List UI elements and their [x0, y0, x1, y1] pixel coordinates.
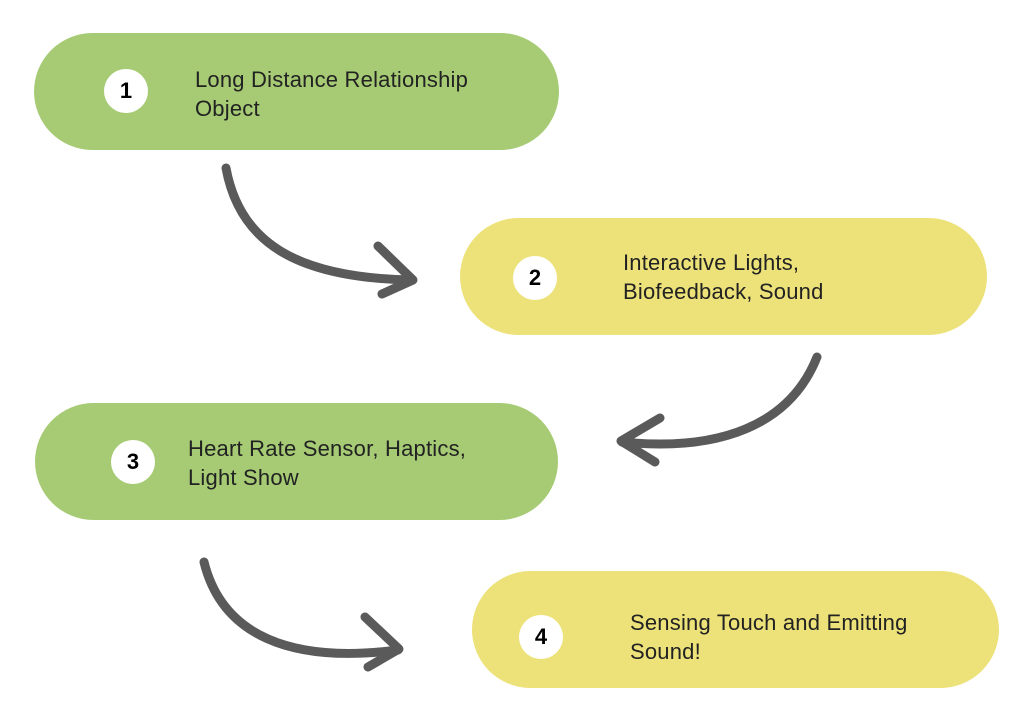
arrow-1-to-2	[221, 163, 418, 299]
step-1-label-line-2: Object	[195, 96, 260, 121]
step-4-label: Sensing Touch and Emitting Sound!	[630, 608, 908, 666]
step-2-label: Interactive Lights, Biofeedback, Sound	[623, 248, 824, 306]
step-4-box: 4 Sensing Touch and Emitting Sound!	[472, 571, 999, 688]
step-1-label: Long Distance Relationship Object	[195, 65, 468, 123]
step-1-number: 1	[104, 69, 148, 113]
step-4-label-line-1: Sensing Touch and Emitting	[630, 610, 908, 635]
step-3-label-line-1: Heart Rate Sensor, Haptics,	[188, 436, 467, 461]
step-3-box: 3 Heart Rate Sensor, Haptics, Light Show	[35, 403, 558, 520]
step-4-label-line-2: Sound!	[630, 639, 701, 664]
step-2-label-line-1: Interactive Lights,	[623, 250, 800, 275]
step-3-label-line-2: Light Show	[188, 465, 299, 490]
step-4-number: 4	[519, 615, 563, 659]
step-3-label: Heart Rate Sensor, Haptics, Light Show	[188, 434, 466, 492]
step-3-number: 3	[111, 440, 155, 484]
step-2-label-line-2: Biofeedback, Sound	[623, 279, 824, 304]
step-1-box: 1 Long Distance Relationship Object	[34, 33, 559, 150]
step-1-label-line-1: Long Distance Relationship	[195, 67, 469, 92]
step-2-number: 2	[513, 256, 557, 300]
arrow-2-to-3	[616, 352, 822, 467]
step-2-box: 2 Interactive Lights, Biofeedback, Sound	[460, 218, 987, 335]
arrow-3-to-4	[199, 557, 404, 672]
